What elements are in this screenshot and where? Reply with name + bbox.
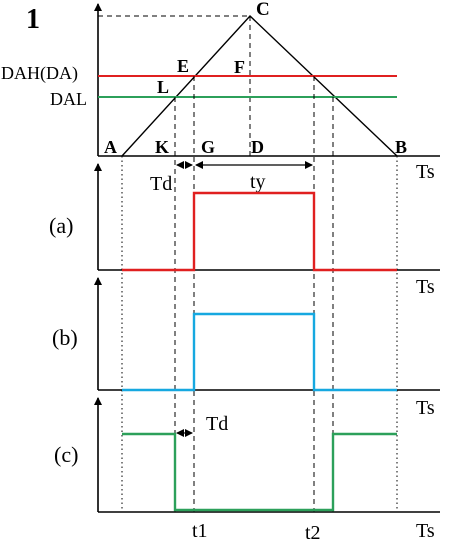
td-label-c: Td — [206, 413, 228, 435]
td-label-top: Td — [150, 173, 172, 195]
ts-label-c: Ts — [416, 520, 435, 541]
panel-c-label: (c) — [54, 442, 78, 467]
point-k-label: K — [155, 137, 169, 157]
triangle-carrier — [121, 15, 398, 157]
carrier-panel: 1 C E F L A K G D B DAH(DA) DAL Ts — [1, 0, 440, 183]
waveform-b — [122, 312, 397, 392]
dal-label: DAL — [50, 89, 87, 109]
panel-a-label: (a) — [49, 213, 73, 238]
t1-label: t1 — [192, 520, 208, 541]
point-d-label: D — [251, 137, 264, 157]
panel-b: (b) Ts — [52, 277, 440, 419]
waveform-c — [122, 432, 397, 512]
point-a-label: A — [104, 137, 117, 157]
panel-c: Td (c) Ts t1 t2 — [54, 397, 440, 541]
ty-label: ty — [250, 171, 266, 193]
dah-label: DAH(DA) — [1, 63, 78, 84]
waveform-a — [122, 191, 397, 272]
point-g-label: G — [201, 137, 215, 157]
t2-label: t2 — [305, 522, 321, 541]
point-l-label: L — [157, 77, 169, 97]
point-e-label: E — [177, 56, 189, 76]
dimension-arrows: Td ty — [150, 161, 313, 195]
panel-number: 1 — [26, 4, 40, 35]
ts-label-b: Ts — [416, 397, 435, 419]
point-b-label: B — [395, 137, 407, 157]
ts-label-a: Ts — [416, 276, 435, 298]
panel-b-label: (b) — [52, 325, 78, 350]
point-c-label: C — [256, 0, 270, 20]
ts-label-top: Ts — [416, 161, 435, 183]
point-f-label: F — [234, 57, 245, 77]
panel-a: (a) Ts — [49, 163, 440, 298]
